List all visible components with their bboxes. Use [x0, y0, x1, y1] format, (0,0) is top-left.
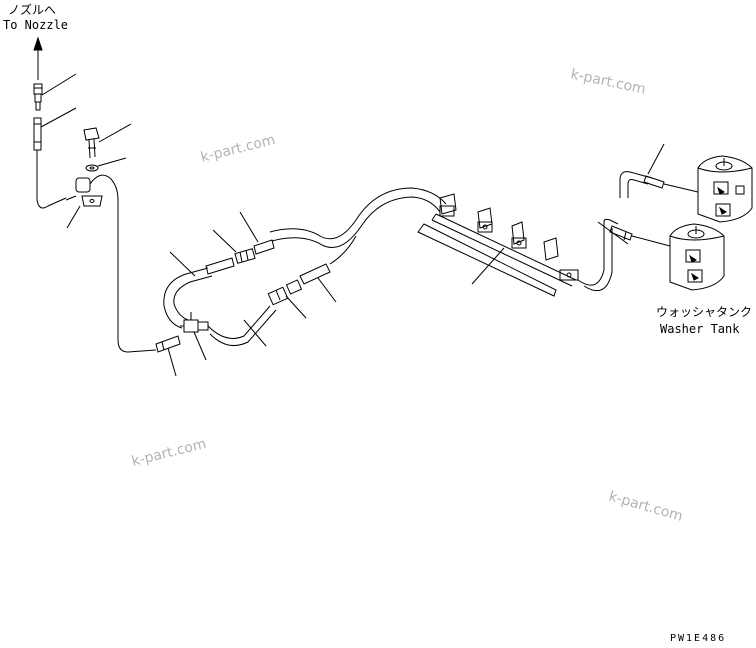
leader-line [193, 331, 207, 361]
leader-line [167, 347, 177, 377]
washer-tank-label-jp: ウォッシャタンク [656, 305, 752, 319]
washer-tank-upper [697, 155, 753, 223]
hose-line [627, 179, 649, 198]
watermark: k-part.com [130, 436, 208, 470]
washer-tank-label-en: Washer Tank [660, 322, 740, 336]
hose-segment [155, 335, 181, 353]
washer [85, 164, 99, 172]
hose-segment [33, 117, 42, 151]
hose-fitting [267, 286, 289, 306]
to-nozzle-label-en: To Nozzle [3, 18, 68, 32]
leader-line [41, 73, 77, 96]
pipe-clip [439, 193, 457, 217]
leader-line [243, 319, 267, 347]
hose-segment [253, 239, 275, 255]
leader-line [285, 295, 307, 319]
bolt [83, 127, 100, 159]
hose-line [207, 305, 271, 339]
mounting-plate [417, 223, 557, 297]
hose-line [577, 218, 619, 286]
leader-line [40, 107, 77, 128]
tee-connector [180, 312, 209, 333]
hose-segment [643, 175, 665, 189]
washer-tank-lower [669, 223, 725, 291]
hose-line [163, 267, 209, 329]
hose-fitting [285, 279, 303, 295]
hose-line [619, 171, 653, 198]
hose-segment [299, 263, 331, 285]
to-nozzle-label-jp: ノズルへ [8, 2, 56, 17]
watermark: k-part.com [607, 488, 685, 524]
leader-line [597, 221, 629, 245]
pipe-clip [543, 237, 579, 281]
leader-line [98, 123, 132, 143]
leader-line [169, 251, 196, 277]
hose-line [269, 187, 447, 240]
pipe-clip [477, 207, 493, 233]
hose-line [329, 235, 357, 265]
hose-segment [609, 225, 633, 241]
watermark: k-part.com [199, 132, 277, 166]
leader-line [66, 205, 81, 229]
hose-clamp [65, 177, 103, 207]
leader-line [212, 229, 237, 253]
figure-code: PW1E486 [670, 633, 726, 644]
leader-line [239, 211, 259, 243]
leader-line [317, 277, 337, 303]
hose-segment [205, 257, 235, 275]
hose-fitting [234, 248, 256, 264]
hose-line [209, 309, 277, 347]
leader-line [471, 247, 505, 285]
hose-line [271, 196, 441, 248]
hose-line [631, 235, 671, 247]
nozzle-connector [33, 83, 43, 111]
watermark: k-part.com [569, 66, 647, 98]
hose-line [663, 183, 699, 193]
leader-line [647, 143, 665, 175]
mounting-bracket [431, 213, 577, 287]
hose-line [36, 150, 157, 353]
pipe-clip [511, 221, 527, 249]
hose-line [173, 275, 213, 321]
nozzle-arrow-icon [33, 36, 43, 80]
hose-line [583, 228, 613, 292]
leader-line [97, 157, 127, 167]
